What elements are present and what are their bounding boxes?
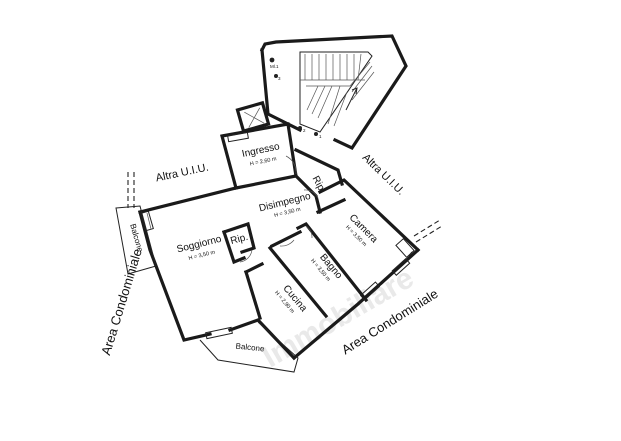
altra-uiu-left: Altra U.I.U. [155,162,210,185]
stair-mark-label: 2 [303,128,306,133]
room-soggiorno: Soggiorno H = 3,50 m [176,234,223,262]
altra-uiu-right: Altra U.I.U. [360,152,407,198]
room-bagno: Bagno H = 3,50 m [309,252,344,283]
room-height: H = 2,60 m [249,156,277,168]
area-condominiale-left: Area Condominiale [98,247,145,357]
boundary-lines [127,172,443,263]
apartment-walls [138,122,421,361]
common-area-label: Area Condominiale [98,247,145,357]
room-camera: Camera H = 3,50 m [344,212,380,248]
stairwell: Ml.1 3 2 1 [235,34,408,151]
room-name: Balcone [235,342,265,354]
room-disimpegno: Disimpegno H = 3,50 m [258,191,312,219]
balconies [115,205,299,373]
room-balcone-bottom: Balcone [235,342,265,354]
room-name: Soggiorno [176,234,223,256]
door-swings [239,155,319,263]
room-ingresso: Ingresso H = 2,60 m [241,141,281,168]
stair-mark-icon [298,126,302,130]
stair-mark-label: Ml.1 [270,64,279,69]
stair-mark-icon [314,132,318,136]
stair-mark-icon [274,74,278,78]
room-name: Rip. [229,232,249,247]
stair-mark-label: 3 [278,76,281,81]
stair-mark-label: 1 [319,134,322,139]
windows [140,131,415,340]
neighbour-unit-label: Altra U.I.U. [360,152,407,198]
room-rip-mid: Rip. [229,232,249,247]
neighbour-unit-label: Altra U.I.U. [155,162,210,185]
stair-mark-icon [269,57,275,63]
